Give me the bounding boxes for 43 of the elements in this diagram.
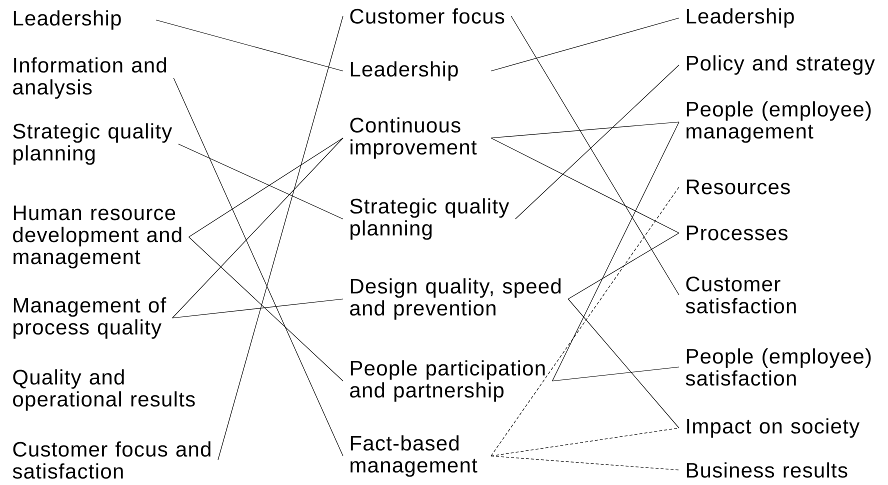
item-label: Management of process quality [14,297,166,339]
connector-line [173,78,344,456]
connector-line [188,236,344,382]
item-label: Leadership [350,61,458,81]
item-label: People (employee) management [686,101,871,143]
connector-line [490,122,680,138]
connector-line [552,122,680,382]
connector-line [568,232,680,300]
item-label: Quality and operational results [13,369,195,411]
item-label: Strategic quality planning [13,123,172,165]
connector-line [490,138,680,234]
connector-line [552,366,680,382]
connector-line [490,18,680,72]
connector-line [490,456,680,470]
item-label: People (employee) satisfaction [686,348,871,386]
connector-line [515,64,680,220]
item-label: Customer focus [350,8,504,24]
item-label: Strategic quality planning [350,198,510,240]
item-label: People participation and partnership [350,360,545,402]
connector-line [172,138,344,318]
connector-line [156,20,344,72]
item-label: Policy and strategy [686,55,875,75]
item-label: Information and analysis [13,57,166,99]
item-label: Resources [686,180,790,194]
connector-line [178,144,344,220]
connector-line [510,16,680,296]
connector-line [172,298,344,318]
item-label: Customer focus and satisfaction [12,441,210,479]
item-label: Design quality, speed and prevention [350,278,561,320]
item-label: Impact on society [687,418,860,438]
item-label: Human resource development and management [13,206,182,268]
connector-line [490,186,680,456]
connector-line [568,298,680,428]
connector-line [218,16,344,460]
item-label: Fact-based management [350,435,478,477]
item-label: Customer satisfaction [686,276,796,314]
item-label: Business results [686,462,848,478]
item-label: Leadership [686,8,794,28]
item-label: Continuous improvement [350,117,477,159]
item-label: Processes [686,226,788,240]
item-label: Leadership [14,10,121,30]
connector-line [490,428,680,456]
connector-line [188,138,344,238]
